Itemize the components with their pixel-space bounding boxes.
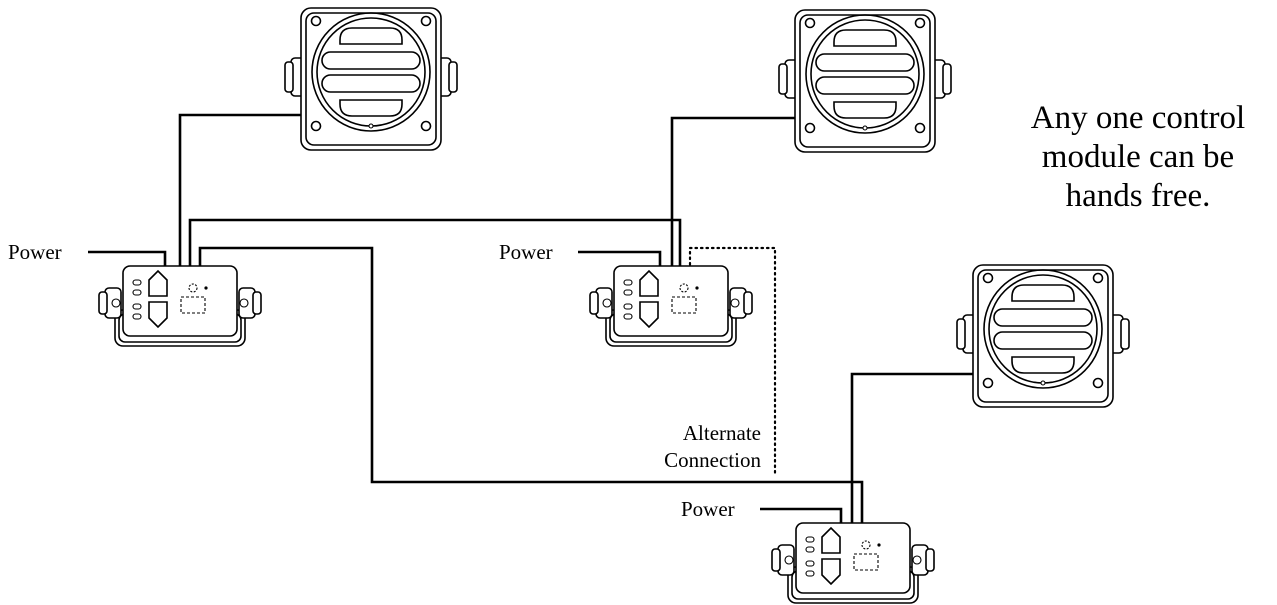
speaker-top-right [778,9,952,153]
power-label-bottom: Power [681,497,735,521]
speaker-wire-left [178,113,306,270]
alternate-connection-label-line2: Connection [664,448,761,472]
wiring [88,113,978,525]
control-module-bottom [771,522,935,604]
power-wire-bottom [760,507,843,525]
link-wire-left-bottom [198,246,864,525]
speaker-top-left [284,7,458,151]
control-module-left [98,265,262,347]
power-wire-left [88,250,167,270]
speaker-wire-bottom [850,372,978,525]
speaker-right [956,264,1130,408]
power-label-left: Power [8,240,62,264]
note-line-1: Any one control [1031,100,1245,136]
alternate-connection-wire [688,246,777,478]
power-label-middle: Power [499,240,553,264]
power-wire-middle [578,250,662,270]
control-module-middle [589,265,753,347]
link-wire-left-middle [188,218,682,270]
note-line-3: hands free. [1066,178,1211,214]
alternate-connection-label-line1: Alternate [683,421,761,445]
note-line-2: module can be [1042,139,1234,175]
